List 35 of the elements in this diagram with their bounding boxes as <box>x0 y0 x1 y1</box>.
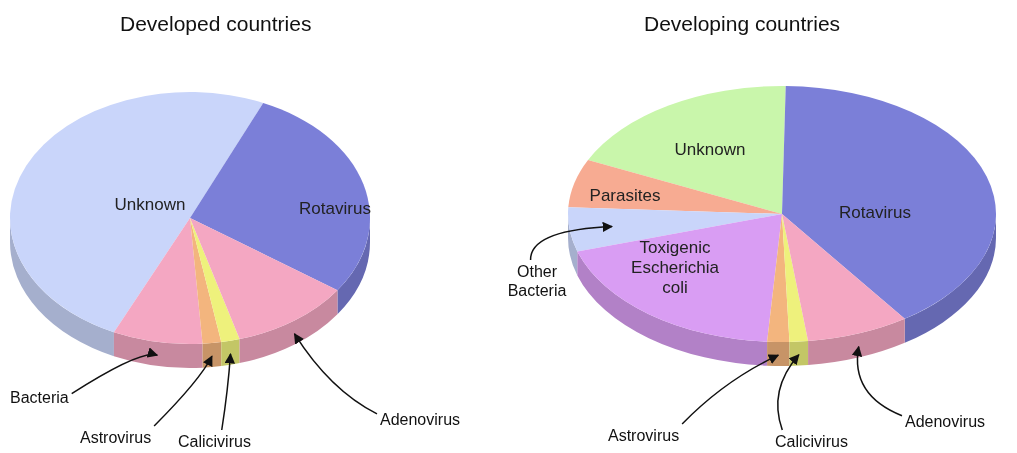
pie-slice <box>782 214 809 366</box>
slice-label: Toxigenic Escherichia coli <box>630 238 720 298</box>
slice-label: Unknown <box>113 195 187 215</box>
leader-arrow <box>852 345 903 417</box>
leader-arrow <box>221 352 236 431</box>
pie-slice <box>10 92 264 357</box>
leader-arrow <box>681 354 780 425</box>
pie-slice <box>568 159 782 214</box>
leader-arrow <box>153 355 213 427</box>
callout-label: Calicivirus <box>775 432 848 451</box>
leader-arrow <box>777 354 800 431</box>
pie-slice <box>190 102 371 315</box>
slice-label: Unknown <box>673 140 747 160</box>
pie-slice <box>190 218 338 364</box>
callout-label: Calicivirus <box>178 432 251 451</box>
pie-slice <box>190 218 240 367</box>
pie-slice <box>782 86 996 343</box>
slice-label: Rotavirus <box>838 203 912 223</box>
callout-label: Astrovirus <box>608 426 680 445</box>
leader-arrow <box>293 332 378 415</box>
chart-title: Developed countries <box>120 12 312 36</box>
pie-slice <box>588 86 786 214</box>
pie-slice <box>113 218 203 368</box>
pie-slice <box>577 214 782 366</box>
callout-label: Adenovirus <box>905 412 986 431</box>
callout-label: Other Bacteria <box>505 262 569 300</box>
chart-title: Developing countries <box>644 12 841 36</box>
leader-arrow <box>529 221 614 261</box>
callout-label: Adenovirus <box>380 410 461 429</box>
pie-slice <box>190 218 222 368</box>
callout-label: Astrovirus <box>80 428 152 447</box>
leader-arrow <box>70 348 159 395</box>
slice-label: Parasites <box>588 186 662 206</box>
callout-label: Bacteria <box>10 388 69 407</box>
pie-slice <box>568 207 782 276</box>
